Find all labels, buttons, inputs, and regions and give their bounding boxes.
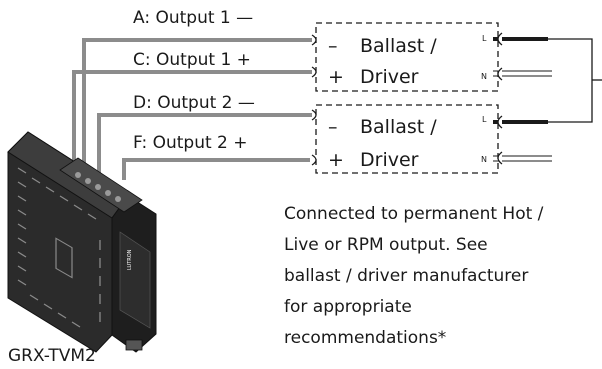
clip-ballast-2-n (497, 151, 503, 165)
clip-ballast-2-plus (311, 154, 317, 166)
terminal-screw-f (115, 196, 121, 202)
note-line-3: ballast / driver manufacturer (284, 266, 528, 286)
clip-ballast-2-minus (311, 109, 317, 121)
label-output-1-positive: C: Output 1 + (133, 50, 251, 70)
note-line-2: Live or RPM output. See (284, 235, 488, 255)
terminal-screw-a (75, 172, 81, 178)
ballast-2-minus-sign: – (328, 116, 338, 138)
installation-note: Connected to permanent Hot / Live or RPM… (284, 204, 544, 348)
hot-bus (548, 38, 593, 123)
ballast-2-plus-sign: + (328, 149, 344, 171)
clip-ballast-1-minus (311, 34, 317, 46)
note-line-4: for appropriate (284, 297, 412, 317)
label-output-1-negative: A: Output 1 — (133, 8, 253, 28)
terminal-screw-c (85, 178, 91, 184)
note-line-1: Connected to permanent Hot / (284, 204, 544, 224)
connector-clips (311, 32, 503, 166)
ballast-driver-2: – Ballast / + Driver L N (315, 104, 499, 174)
device-bottom-connector (125, 339, 143, 351)
clip-ballast-1-n (497, 67, 503, 81)
ballast-2-terminal-l: L (482, 115, 487, 124)
ballast-1-subtitle: Driver (360, 66, 419, 88)
ballast-driver-1: – Ballast / + Driver L N (315, 22, 499, 92)
device-brand-logo: LUTRON (127, 249, 133, 270)
terminal-screw-d (95, 184, 101, 190)
device-side-window (55, 237, 73, 279)
ballast-2-terminal-n: N (481, 155, 487, 164)
ballast-1-title: Ballast / (360, 35, 437, 57)
ballast-2-title: Ballast / (360, 116, 437, 138)
ballast-1-outline (315, 22, 499, 92)
clip-ballast-1-l (497, 32, 503, 46)
wire-c-output-1-positive (72, 70, 316, 185)
note-line-5: recommendations* (284, 328, 446, 348)
ballast-1-minus-sign: – (328, 35, 338, 57)
wire-f-output-2-positive (122, 158, 310, 180)
wire-a-output-1-negative (82, 38, 316, 170)
ballast-1-terminal-l: L (482, 34, 487, 43)
power-wiring (493, 37, 602, 162)
device-model-label: GRX-TVM2 (8, 346, 96, 366)
device-label-panel (119, 231, 151, 329)
wire-d-output-2-negative (97, 113, 316, 176)
label-output-2-negative: D: Output 2 — (133, 93, 255, 113)
ballast-2-outline (315, 104, 499, 174)
ballast-1-plus-sign: + (328, 66, 344, 88)
device-terminal-block (59, 157, 143, 213)
label-output-2-positive: F: Output 2 + (133, 133, 248, 153)
ballast-1-terminal-n: N (481, 72, 487, 81)
wire-labels: A: Output 1 — C: Output 1 + D: Output 2 … (133, 8, 255, 153)
device-vent-slots (17, 167, 101, 328)
control-wires (72, 38, 316, 185)
clip-ballast-1-plus (311, 66, 317, 78)
device-grx-tvm2: LUTRON (7, 131, 157, 353)
clip-ballast-2-l (497, 115, 503, 129)
ballast-2-subtitle: Driver (360, 149, 419, 171)
terminal-screw-e (105, 190, 111, 196)
